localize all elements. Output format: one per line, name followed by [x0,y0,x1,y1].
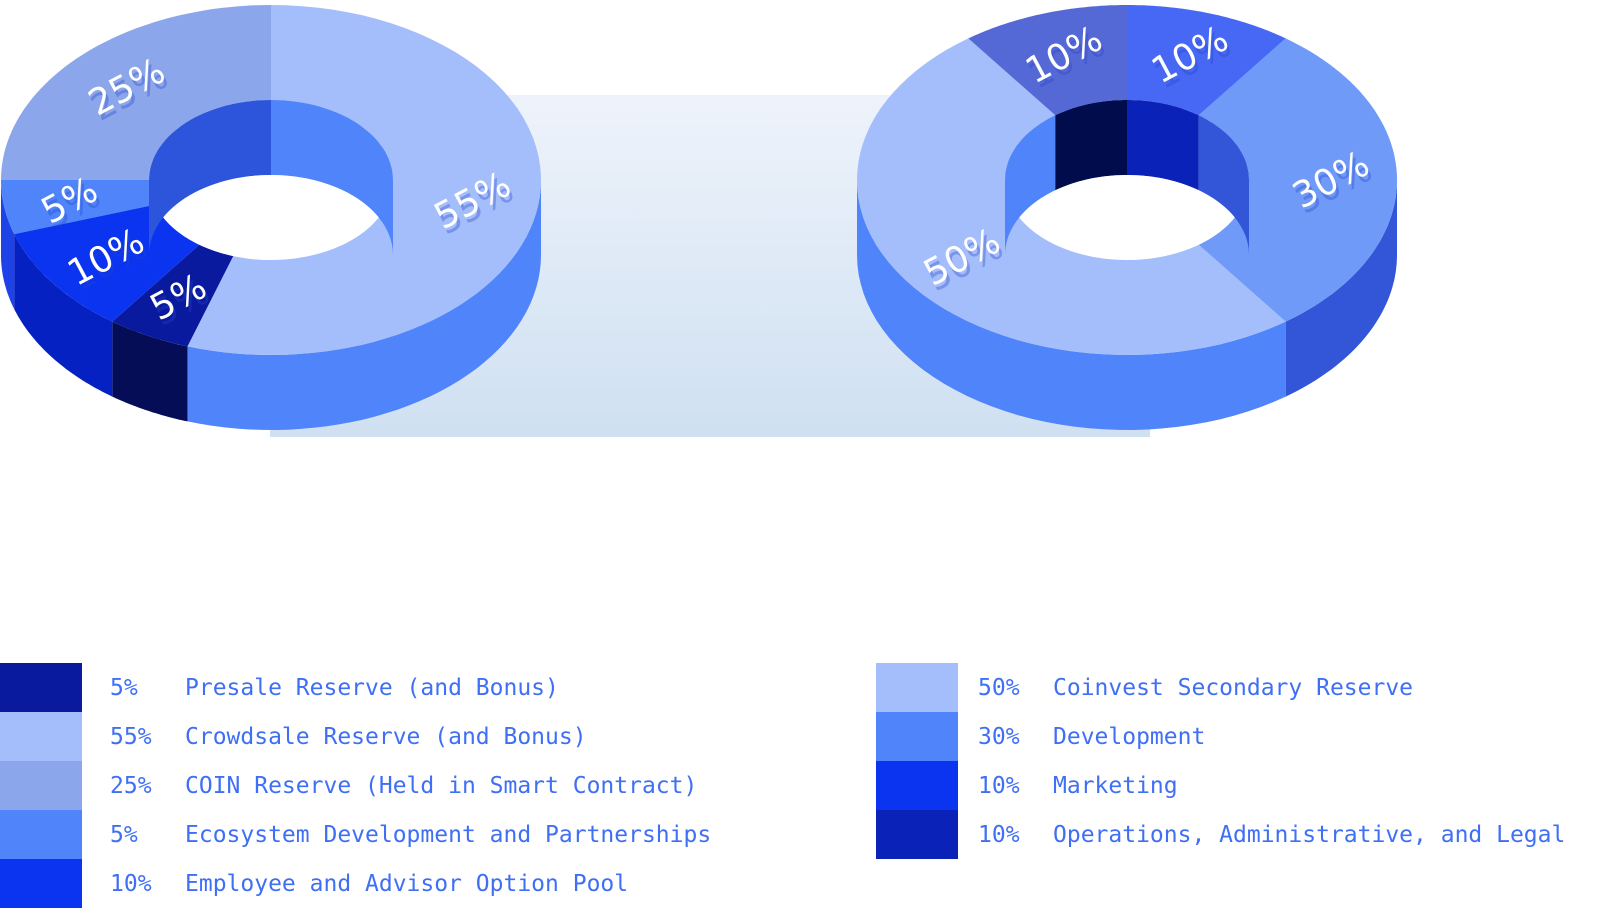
legend-value: 55% [110,723,152,750]
legend-token-allocation: 5% Presale Reserve (and Bonus) 55% Crowdsal… [0,663,711,908]
slice-inner-marketing [1127,100,1199,191]
legend-swatch [0,712,82,761]
legend-swatch [0,663,82,712]
slice-inner-development [1198,115,1249,255]
legend-label: Presale Reserve (and Bonus) [185,674,559,701]
legend-item-ecosystem-development-and-partnerships: 5% Ecosystem Development and Partnerships [0,810,711,859]
legend-label: Operations, Administrative, and Legal [1053,821,1566,848]
legend-item-crowdsale-reserve-and-bonus: 55% Crowdsale Reserve (and Bonus) [0,712,711,761]
legend-value: 10% [978,772,1020,799]
slice-side-crowdsale-reserve-and-bonus [187,180,541,430]
legend-label: Employee and Advisor Option Pool [185,870,629,897]
legend-value: 10% [110,870,152,897]
legend-swatch [0,859,82,908]
slice-side-coinvest-secondary-reserve [857,180,1286,430]
slice-side-employee-and-advisor-option-pool [14,234,113,397]
slice-operations-administrative-and-legal [968,5,1127,116]
legend-item-coinvest-secondary-reserve: 50% Coinvest Secondary Reserve [876,663,1565,712]
donut-hole-opening [149,175,393,260]
legend-swatch [876,663,958,712]
slice-crowdsale-reserve-and-bonus [187,5,541,355]
legend-swatch [876,761,958,810]
donut-hole [149,100,393,260]
legend-item-coin-reserve-held-in-smart-contract: 25% COIN Reserve (Held in Smart Contract) [0,761,711,810]
legend-item-presale-reserve-and-bonus: 5% Presale Reserve (and Bonus) [0,663,711,712]
donut-chart-1: 5%5%55%55%25%25%5%5%10%10% [1,5,541,430]
legend-item-employee-and-advisor-option-pool: 10% Employee and Advisor Option Pool [0,859,711,908]
slice-marketing [1127,5,1286,116]
slice-side-presale-reserve-and-bonus [112,321,188,422]
legend-label: Ecosystem Development and Partnerships [185,821,712,848]
slice-coin-reserve-held-in-smart-contract [1,5,271,180]
legend-label: Crowdsale Reserve (and Bonus) [185,723,587,750]
legend-value: 50% [978,674,1020,701]
slice-ecosystem-development-and-partnerships [1,180,155,235]
legend-label: Development [1053,723,1206,750]
slice-side-development [1285,180,1397,397]
slice-presale-reserve-and-bonus [112,244,234,347]
legend-label: Coinvest Secondary Reserve [1053,674,1414,701]
legend-value: 30% [978,723,1020,750]
legend-value: 10% [978,821,1020,848]
charts-canvas: 5%5%55%55%25%25%5%5%10%10% 50%50%30%30%10… [1,5,1397,430]
donut-hole-opening [1005,175,1249,260]
slice-inner-coinvest-secondary-reserve [1005,115,1056,255]
slice-coinvest-secondary-reserve [857,38,1286,356]
legend-label: COIN Reserve (Held in Smart Contract) [185,772,698,799]
slice-inner-crowdsale-reserve-and-bonus [271,100,393,255]
legend-swatch [876,712,958,761]
donut-chart-2: 50%50%30%30%10%10%10%10% [857,5,1397,430]
legend-swatch [0,761,82,810]
legend-value: 25% [110,772,152,799]
legend-item-development: 30% Development [876,712,1565,761]
slice-inner-operations-administrative-and-legal [1055,100,1127,191]
legend-value: 5% [110,821,138,848]
donut-hole [1005,100,1249,260]
legend-item-marketing: 10% Marketing [876,761,1565,810]
legend-value: 5% [110,674,138,701]
legend-fund-allocation: 50% Coinvest Secondary Reserve 30% Developm… [876,663,1565,859]
slice-side-ecosystem-development-and-partnerships [1,180,15,310]
slice-inner-coin-reserve-held-in-smart-contract [149,100,271,255]
legend-swatch [0,810,82,859]
legend-swatch [876,810,958,859]
slice-development [1198,38,1397,322]
legend-item-operations-administrative-and-legal: 10% Operations, Administrative, and Legal [876,810,1565,859]
legend-label: Marketing [1053,772,1178,799]
